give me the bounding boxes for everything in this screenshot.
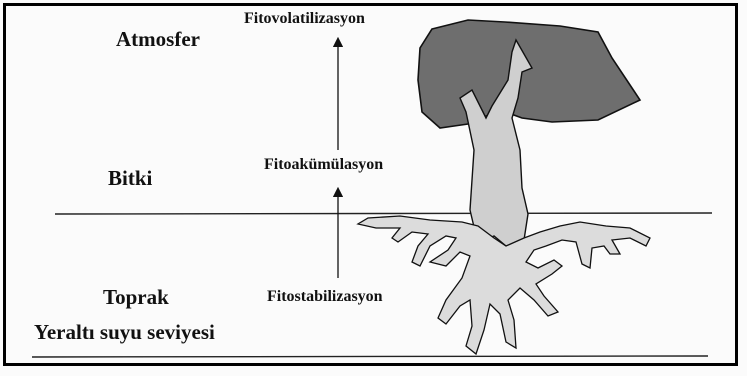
process-label-accumulation: Fitoakümülasyon [264,156,383,174]
ground-surface-line [55,213,712,214]
zone-label-plant: Bitki [108,166,152,191]
zone-label-soil: Toprak [103,285,169,310]
groundwater-line [32,356,708,357]
process-label-volatilization: Fitovolatilizasyon [244,10,365,28]
zone-label-groundwater: Yeraltı suyu seviyesi [34,320,215,345]
process-label-stabilization: Fitostabilizasyon [267,288,383,306]
tree-crown [418,20,640,128]
zone-label-atmosphere: Atmosfer [116,27,200,52]
